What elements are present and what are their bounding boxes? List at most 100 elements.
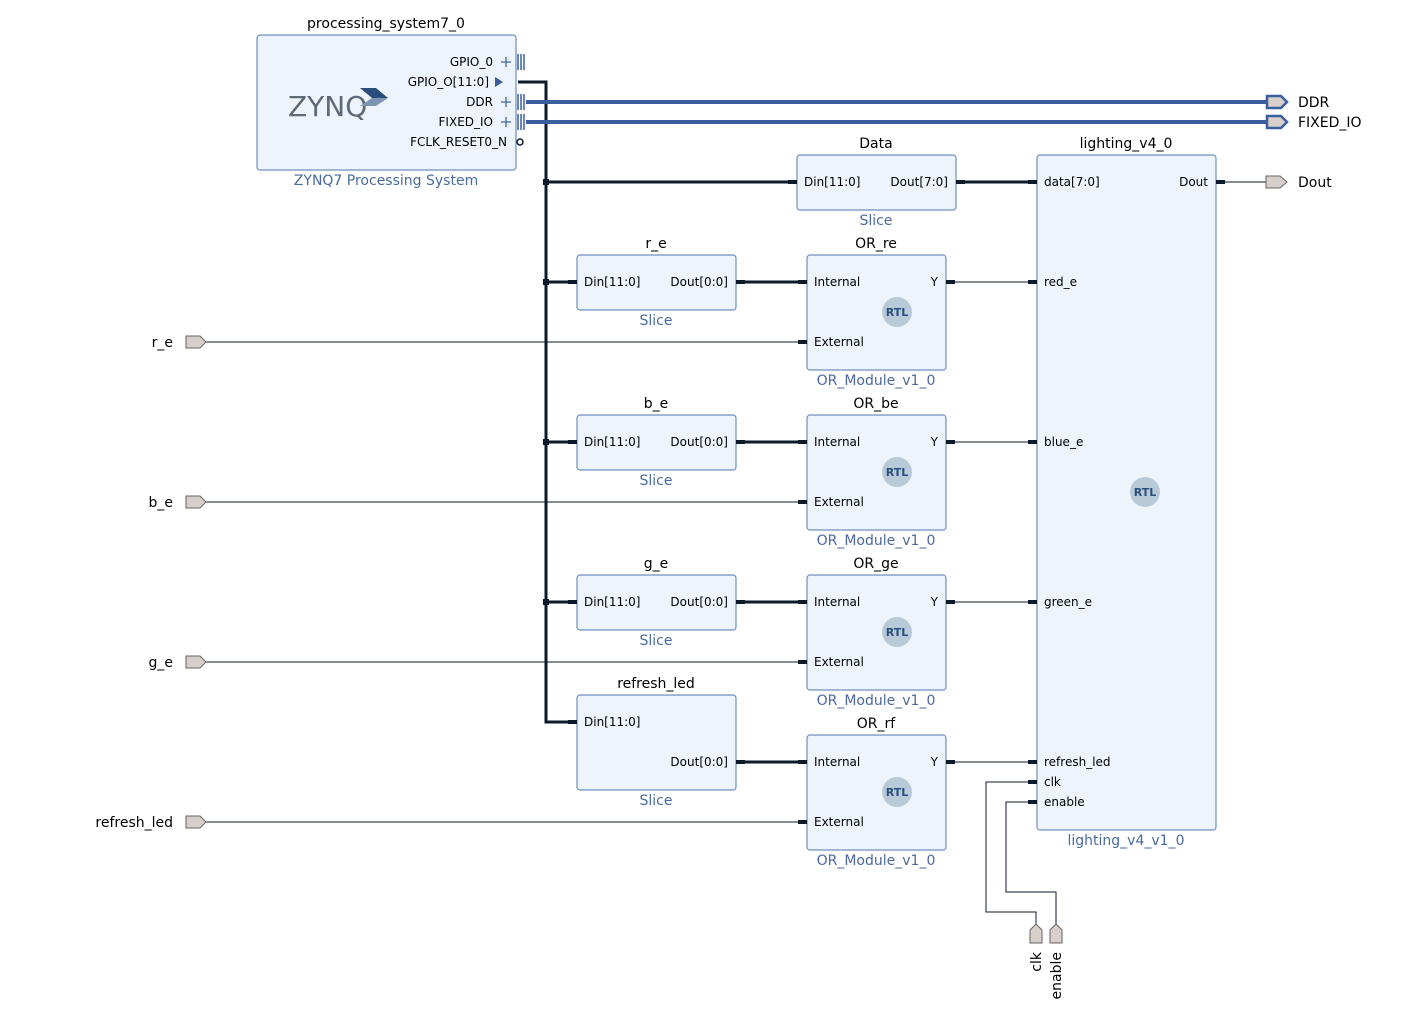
data-slice-din-pin[interactable] [788,180,797,184]
lighting-enable-pin[interactable] [1028,800,1037,804]
or-y-pin[interactable] [946,760,955,764]
lighting-red-e-pin[interactable] [1028,280,1037,284]
lighting-data-pin[interactable] [1028,180,1037,184]
slice-din-pin[interactable] [568,600,577,604]
processing-system-block[interactable]: processing_system7_0 ZYNQ GPIO_0 GPIO_O[… [256,16,525,189]
b-e-external-port[interactable]: b_e [149,495,207,511]
gpio-0-interface-icon[interactable] [517,54,525,70]
or-module-type-label: OR_Module_v1_0 [817,693,936,709]
or-module-type-label: OR_Module_v1_0 [817,533,936,549]
slice-refresh-led-block[interactable]: refresh_led Din[11:0] Dout[0:0] Slice [568,676,745,809]
ddr-interface-icon[interactable] [517,94,525,110]
or-external-pin[interactable] [798,820,807,824]
slice-type-label: Slice [640,473,673,489]
clk-net[interactable] [985,781,1037,924]
or-external-pin[interactable] [798,340,807,344]
lighting-clk-pin-label: clk [1044,775,1061,789]
g-e-external-port[interactable]: g_e [149,655,207,671]
slice-instance-name: refresh_led [617,676,695,692]
fclk-reset-pin-icon[interactable] [516,138,524,146]
slice-din-label: Din[11:0] [584,275,641,289]
lighting-red-e-pin-label: red_e [1044,275,1077,289]
fixed-io-expand-icon[interactable] [501,117,511,127]
enable-port-label: enable [1049,952,1065,999]
or-y-pin-label: Y [930,755,939,769]
lighting-clk-pin[interactable] [1028,780,1037,784]
slice-dout-pin[interactable] [736,760,745,764]
or-ge-block[interactable]: OR_ge Internal External Y RTL OR_Module_… [798,556,955,709]
slice-b-e-block[interactable]: b_e Din[11:0] Dout[0:0] Slice [568,396,745,489]
g-e-port-label: g_e [149,655,174,671]
refresh-led-external-port[interactable]: refresh_led [95,815,207,831]
slice-dout-label: Dout[0:0] [670,275,728,289]
or-be-block[interactable]: OR_be Internal External Y RTL OR_Module_… [798,396,955,549]
or-re-block[interactable]: OR_re Internal External Y RTL OR_Module_… [798,236,955,389]
or-internal-pin[interactable] [798,440,807,444]
gpio-o-bus-trunk[interactable] [518,80,576,724]
fixed-io-interface-icon[interactable] [517,114,525,130]
lighting-block[interactable]: lighting_v4_0 data[7:0] Dout red_e blue_… [1028,136,1225,849]
or-module-instance-name: OR_be [853,396,898,412]
data-slice-dout-label: Dout[7:0] [890,175,948,189]
rtl-icon: RTL [1130,477,1160,507]
enable-net[interactable] [1005,801,1057,924]
slice-din-pin[interactable] [568,720,577,724]
or-y-pin-label: Y [930,275,939,289]
fixed-io-external-port[interactable]: FIXED_IO [1265,114,1362,131]
slice-din-pin[interactable] [568,440,577,444]
dout-external-port[interactable]: Dout [1265,175,1332,191]
or-external-pin[interactable] [798,500,807,504]
slice-dout-label: Dout[0:0] [670,435,728,449]
data-slice-block[interactable]: Data Din[11:0] Dout[7:0] Slice [788,136,965,229]
lighting-refresh-led-pin[interactable] [1028,760,1037,764]
slice-dout-pin[interactable] [736,600,745,604]
or-y-pin[interactable] [946,440,955,444]
dout-port-label: Dout [1298,175,1332,191]
gpio-o-output-arrow-icon [495,77,503,87]
slice-r-e-block[interactable]: r_e Din[11:0] Dout[0:0] Slice [568,236,745,329]
or-y-pin-label: Y [930,435,939,449]
data-slice-type-label: Slice [860,213,893,229]
slice-dout-pin[interactable] [736,280,745,284]
slice-din-label: Din[11:0] [584,715,641,729]
gpio-0-expand-icon[interactable] [501,57,511,67]
fclk-reset-pin-label: FCLK_RESET0_N [410,135,507,149]
bus-junction-dots [543,179,549,605]
ddr-external-port[interactable]: DDR [1265,94,1330,111]
r-e-external-port[interactable]: r_e [152,335,207,351]
or-internal-pin-label: Internal [814,595,860,609]
rtl-icon: RTL [882,457,912,487]
lighting-blue-e-pin-label: blue_e [1044,435,1083,449]
lighting-blue-e-pin[interactable] [1028,440,1037,444]
or-rf-block[interactable]: OR_rf Internal External Y RTL OR_Module_… [798,716,955,869]
slice-dout-pin[interactable] [736,440,745,444]
or-internal-pin[interactable] [798,760,807,764]
lighting-dout-pin-label: Dout [1179,175,1208,189]
or-external-pin[interactable] [798,660,807,664]
data-slice-dout-pin[interactable] [956,180,965,184]
or-external-pin-label: External [814,815,864,829]
lighting-dout-pin[interactable] [1216,180,1225,184]
enable-external-port[interactable]: enable [1049,923,1065,999]
or-module-type-label: OR_Module_v1_0 [817,373,936,389]
slice-dout-label: Dout[0:0] [670,755,728,769]
or-internal-pin[interactable] [798,600,807,604]
slice-g-e-block[interactable]: g_e Din[11:0] Dout[0:0] Slice [568,556,745,649]
rtl-badge-label: RTL [886,626,909,639]
or-y-pin[interactable] [946,280,955,284]
fixed-io-pin-label: FIXED_IO [439,115,493,129]
lighting-green-e-pin[interactable] [1028,600,1037,604]
or-y-pin[interactable] [946,600,955,604]
r-e-port-label: r_e [152,335,173,351]
lighting-instance-name: lighting_v4_0 [1080,136,1173,152]
slice-din-pin[interactable] [568,280,577,284]
clk-external-port[interactable]: clk [1029,923,1045,972]
or-internal-pin[interactable] [798,280,807,284]
slice-din-label: Din[11:0] [584,595,641,609]
ddr-expand-icon[interactable] [501,97,511,107]
rtl-badge-label: RTL [886,306,909,319]
ddr-port-label: DDR [1298,95,1330,111]
slice-instance-name: g_e [644,556,669,572]
zynq-logo-mark-icon [360,88,388,106]
